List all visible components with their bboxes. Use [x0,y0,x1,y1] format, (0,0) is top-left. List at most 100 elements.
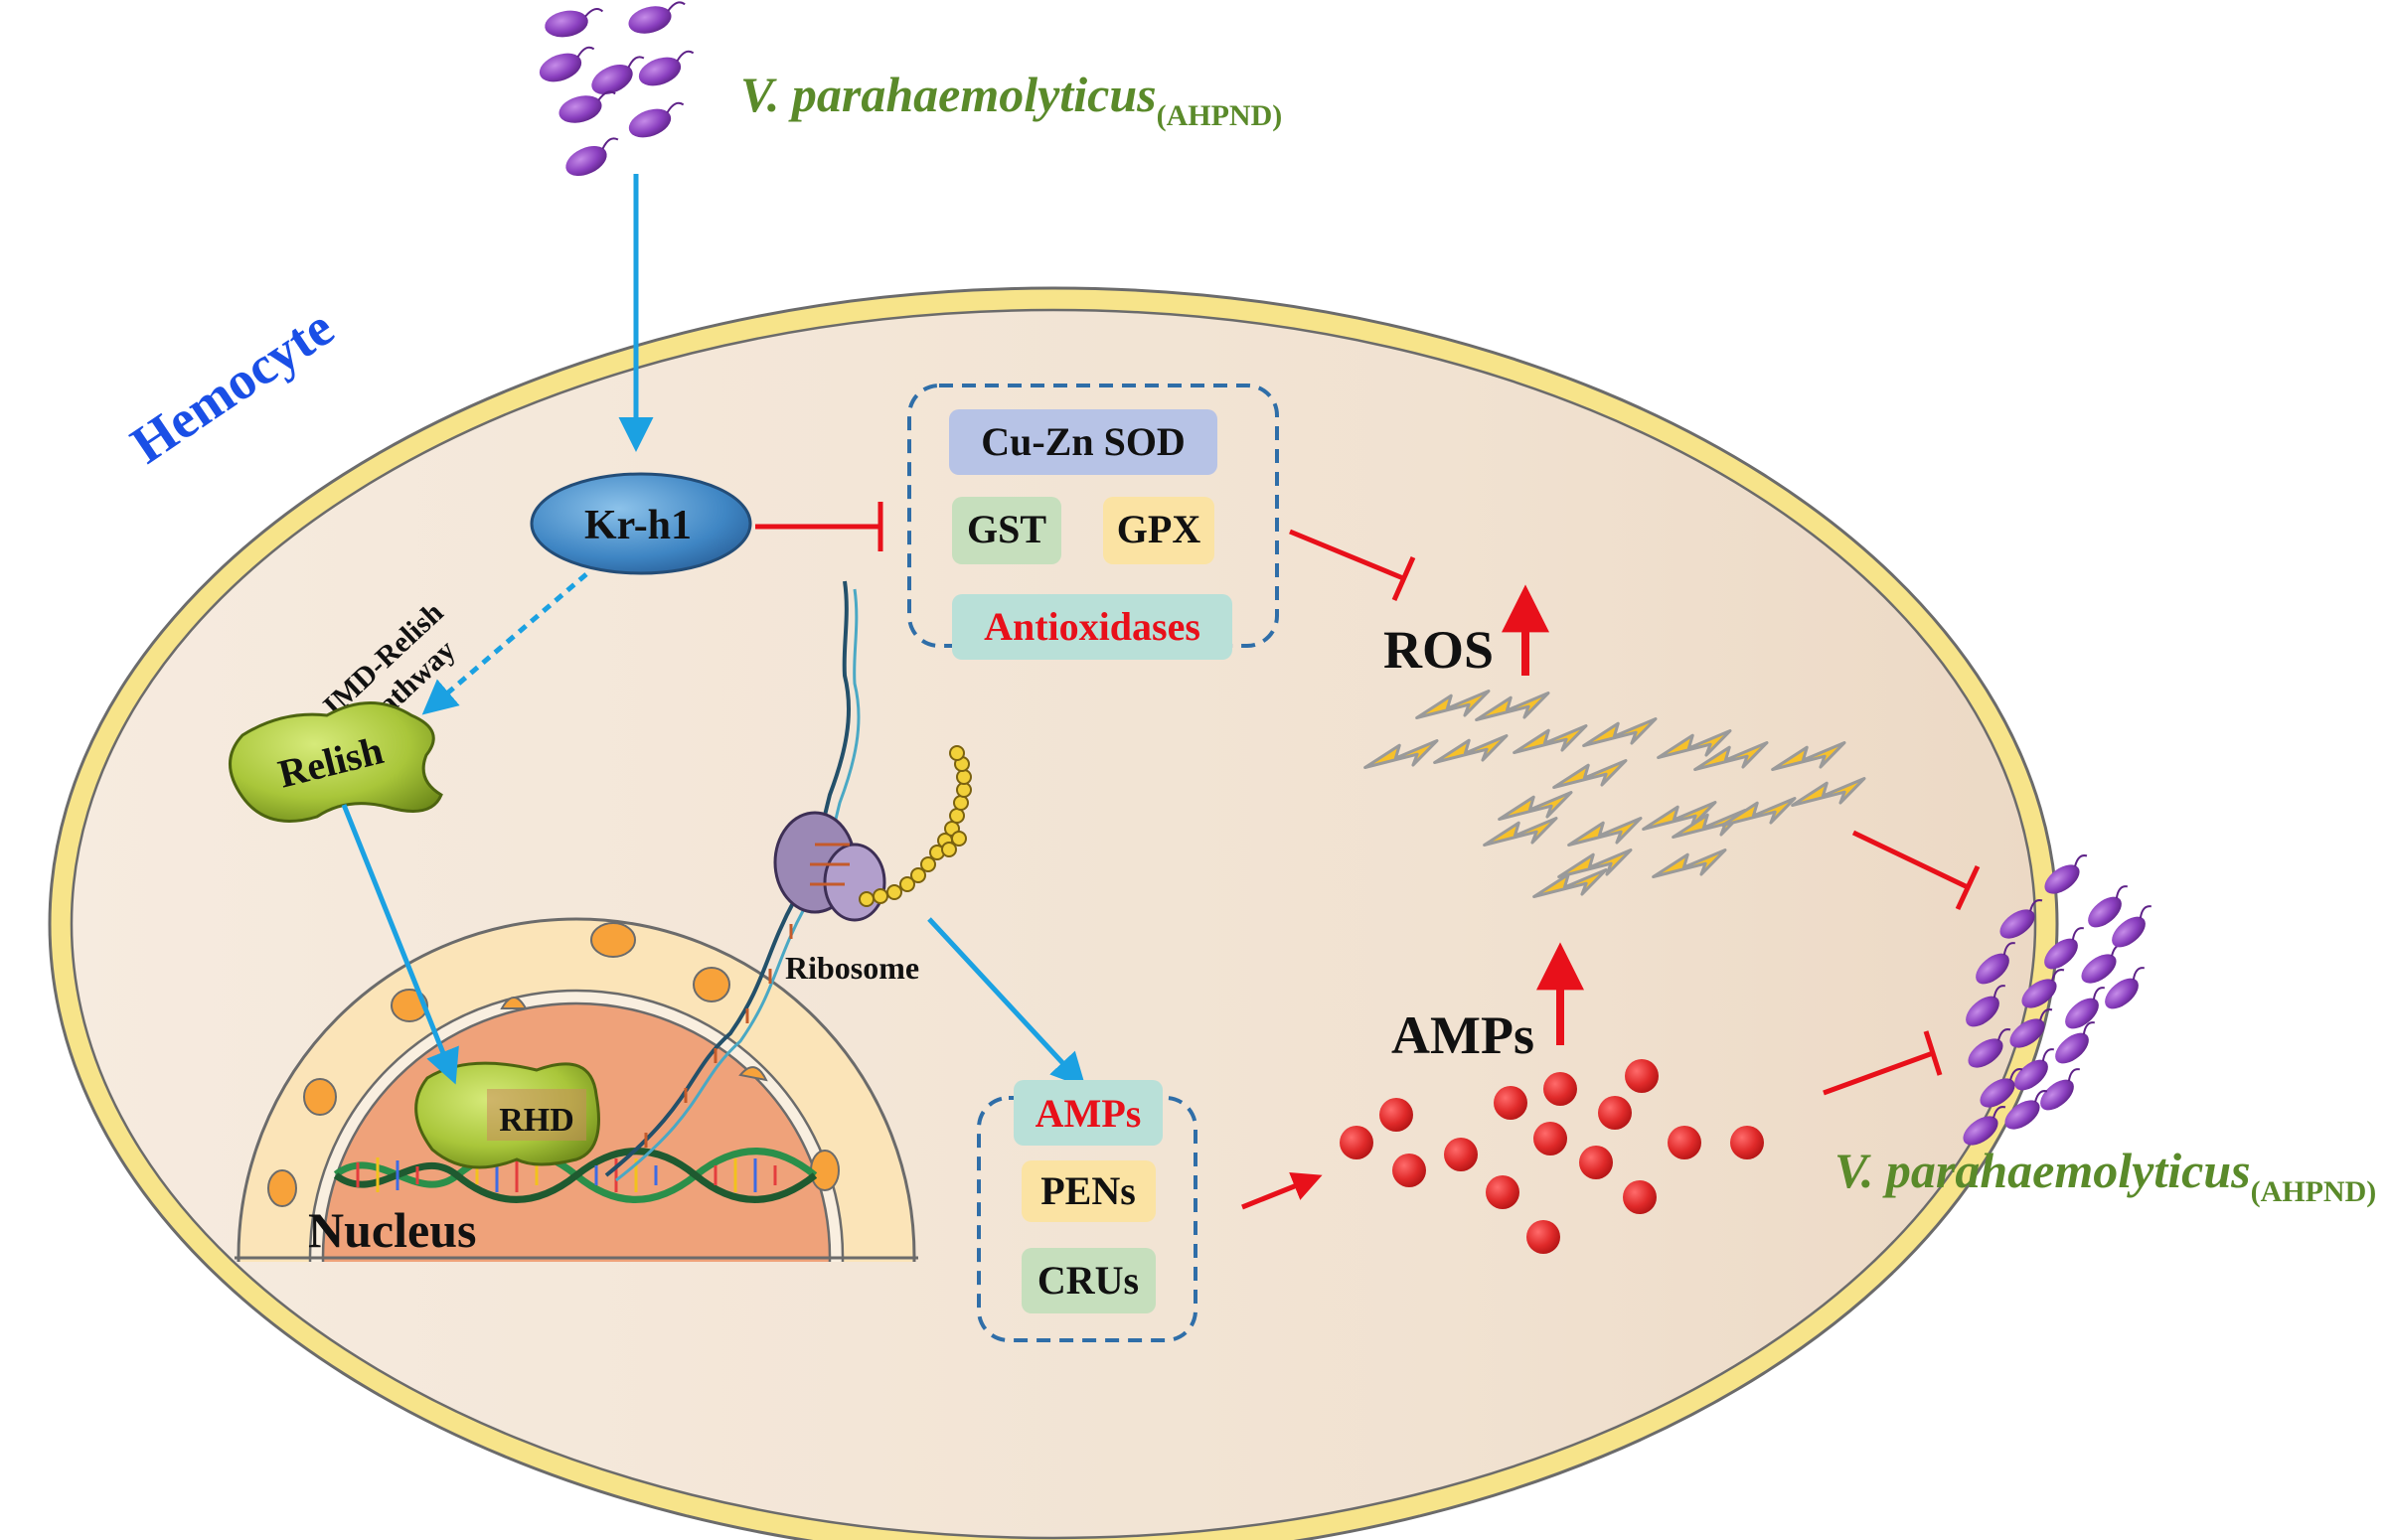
bacterium-icon [2055,1021,2095,1064]
sod-label: Cu-Zn SOD [981,419,1186,464]
hemocyte-cell [48,286,2059,1540]
gpx-chip [1103,497,1214,564]
bacterium-icon [2088,885,2128,928]
ros-bolt-icon [1582,717,1658,748]
antioxidases-box: Cu-Zn SOD GST GPX Antioxidases [907,384,1279,660]
ros-bolt-icon [1532,868,1608,899]
inhibit-ros-to-bacteria [1851,830,1981,911]
bacterium-icon [2021,969,2065,1008]
ros-bolt-icon [1721,797,1797,828]
ros-bolt-icon [1771,741,1846,772]
gpx-label: GPX [1117,507,1201,551]
antioxidases-title: Antioxidases [984,604,1200,649]
amp-particle [1340,1126,1373,1159]
crus-label: CRUs [1037,1258,1139,1303]
bacteria-cluster-top [539,1,695,177]
ros-bolt-icon [1475,692,1550,722]
crus-chip [1022,1248,1156,1313]
ros-bolt-icon [1557,848,1633,879]
ros-bolt-icon [1433,734,1509,765]
gst-chip [952,497,1061,564]
bacterium-icon [591,56,645,95]
bacterium-icon [2014,1048,2054,1091]
bacterium-icon [628,1,686,34]
ribosome-label: Ribosome [785,950,919,986]
bacterium-icon [2004,1090,2048,1130]
arrow-relish-to-nucleus [341,804,459,1085]
bacterium-icon [2065,987,2105,1029]
amp-particle [1379,1098,1413,1132]
ros-bolt-icon [1642,801,1717,832]
bacterium-icon [539,46,595,82]
amp-particle [1623,1180,1657,1214]
amp-particle [1494,1086,1527,1120]
bacterium-icon [2009,1008,2053,1048]
inhibit-amps-to-bacteria [1823,1030,1943,1096]
ros-bolt-icon [1363,739,1439,770]
bacterium-icon [1966,985,2005,1027]
bacterium-icon [558,90,616,123]
amp-particle [1598,1096,1632,1130]
amp-particle [1625,1059,1659,1093]
ros-bolt-icon [1567,817,1643,847]
hemocyte-label: Hemocyte [120,297,344,475]
arrow-imd-relish-pathway [421,572,588,715]
ros-bolt-icon [1652,848,1727,879]
bacterium-icon [2040,1068,2080,1111]
pens-label: PENs [1040,1168,1136,1213]
amps-box-title: AMPs [1036,1091,1142,1136]
amps-chip [1014,1080,1163,1146]
bacteria-subscript-right: (AHPND) [2251,1175,2377,1208]
amp-particle [1668,1126,1701,1159]
bacterium-icon [638,50,695,86]
rhd-protein [414,1061,600,1169]
bacterium-icon [1968,1028,2011,1068]
bacteria-label-top: V. parahaemolyticus(AHPND) [740,67,1282,132]
relish-protein [229,701,443,823]
arrow-ribosome-to-amps [927,917,1086,1089]
rhd-label: RHD [499,1102,574,1139]
ros-lightning-cluster [1363,690,1866,899]
amp-particle [1579,1146,1613,1179]
bacterium-icon [2112,905,2152,948]
amp-particle [1730,1126,1764,1159]
amp-particles [1340,1059,1764,1254]
ros-bolt-icon [1498,791,1573,822]
ros-bolt-icon [1657,729,1732,760]
amp-particle [1543,1072,1577,1106]
ros-bolt-icon [1415,690,1491,720]
krh1-protein [530,472,752,575]
pens-chip [1022,1160,1156,1222]
inhibit-antioxidases-to-ros [1289,529,1416,602]
amp-particle [1444,1138,1478,1171]
bacterium-icon [2044,854,2088,894]
bacterium-icon [1963,1106,2006,1146]
ros-bolt-icon [1552,759,1628,790]
arrow-amps-to-secretion [1241,1171,1323,1210]
bacteria-label-right: V. parahaemolyticus(AHPND) [1834,1143,2376,1208]
gst-label: GST [967,507,1046,551]
sod-chip [949,409,1217,475]
bacterium-icon [565,137,619,177]
amp-particle [1486,1175,1519,1209]
ribosome-icon [773,811,886,922]
bacteria-name: V. parahaemolyticus [740,67,1157,122]
ros-bolt-icon [1693,741,1769,772]
ros-bolt-icon [1791,777,1866,808]
bacterium-icon [2044,927,2084,970]
bacterium-icon [628,101,685,138]
amp-particle [1392,1154,1426,1187]
amps-label: AMPs [1391,1005,1534,1065]
amps-box: AMPs PENs CRUs [977,1080,1197,1342]
inhibit-krh1-to-antioxidases [755,502,883,551]
ros-bolt-icon [1513,724,1588,755]
amp-particle [1533,1122,1567,1155]
ros-bolt-icon [1483,817,1558,847]
krh1-label: Kr-h1 [584,503,692,548]
bacterium-icon [1980,1068,2023,1108]
bacterium-icon [545,8,604,38]
ros-label: ROS [1383,620,1494,680]
nucleus-label: Nucleus [308,1202,476,1258]
bacterium-icon [1976,942,2015,985]
